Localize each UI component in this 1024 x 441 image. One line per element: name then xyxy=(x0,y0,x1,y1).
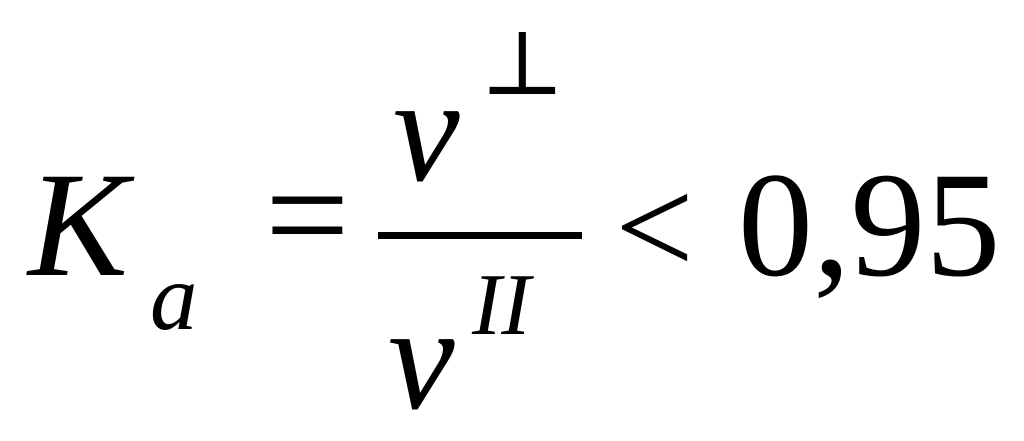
threshold-value: 0,95 xyxy=(738,142,1001,308)
less-than-sign: < xyxy=(615,150,694,305)
numerator-symbol: v xyxy=(393,47,460,213)
lhs-subscript: a xyxy=(150,244,198,350)
denominator-superscript: II xyxy=(472,257,531,354)
fraction-bar xyxy=(378,232,582,239)
numerator-superscript: ⊥ xyxy=(480,15,565,114)
equals-sign: = xyxy=(265,132,350,298)
lhs-symbol: K xyxy=(28,142,129,308)
denominator-symbol: v xyxy=(388,275,455,441)
